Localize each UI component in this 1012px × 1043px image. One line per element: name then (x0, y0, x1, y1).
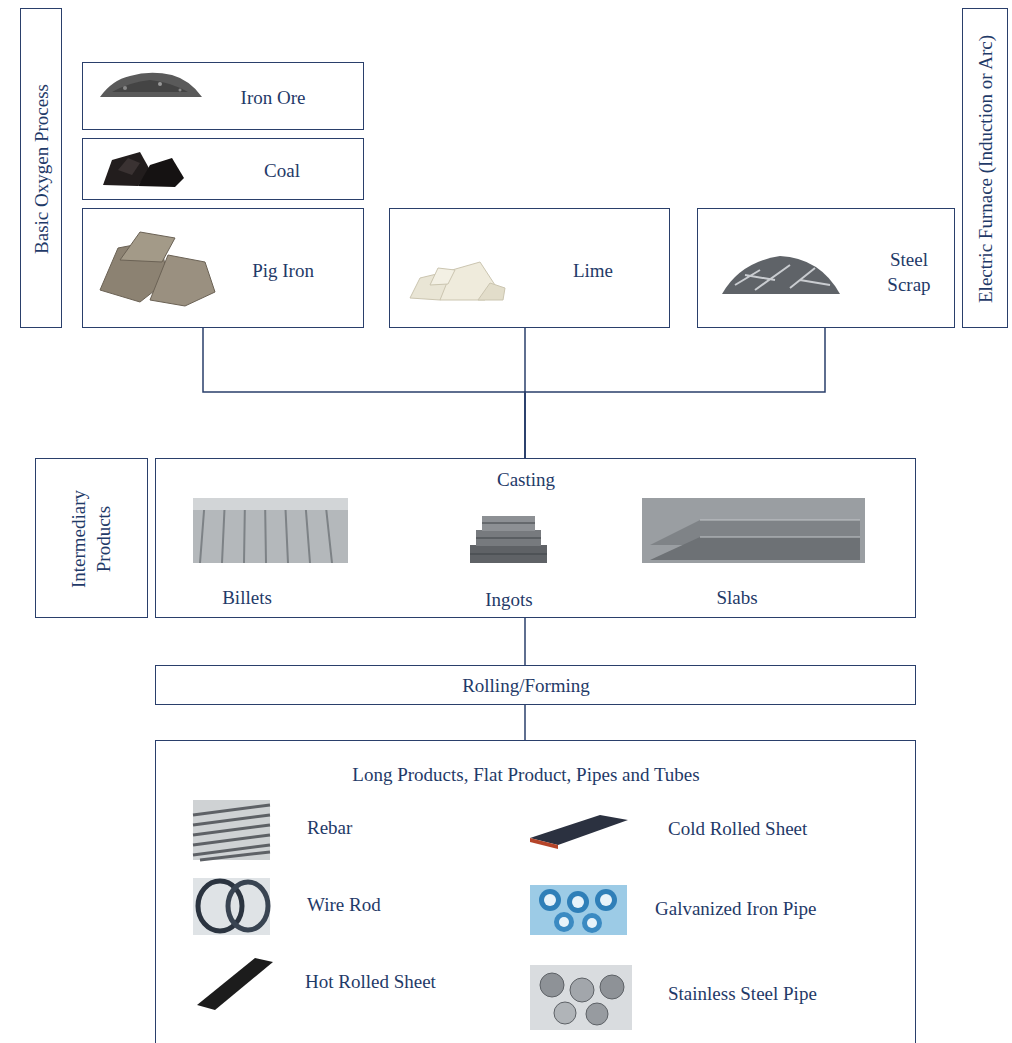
coal-picture (103, 152, 184, 187)
steel-scrap-picture (722, 256, 840, 294)
box-label: Lime (573, 259, 613, 284)
side-label-box: Electric Furnace (Induction or Arc) (962, 8, 1008, 328)
box-label: Long Products, Flat Product, Pipes and T… (352, 763, 699, 788)
lime-picture (410, 262, 505, 300)
cold-rolled-sheet-picture (530, 815, 628, 849)
box-label: Iron Ore (241, 86, 306, 111)
wire-rod-picture (193, 878, 270, 935)
product-label: Hot Rolled Sheet (305, 970, 436, 995)
connector-line (524, 705, 526, 740)
stainless-pipe-picture (530, 965, 632, 1030)
box-label: Casting (497, 468, 555, 493)
material-box: Pig Iron (82, 208, 364, 328)
product-label: Galvanized Iron Pipe (655, 897, 816, 922)
box-label: Basic Oxygen Process (30, 84, 55, 254)
box-label: Intermediary Products (67, 479, 116, 599)
side-label-box: Basic Oxygen Process (20, 8, 62, 328)
product-label: Slabs (716, 586, 757, 611)
product-label: Wire Rod (307, 893, 381, 918)
connector-line (203, 328, 525, 458)
pig-iron-picture (100, 232, 215, 306)
material-box: Coal (82, 138, 364, 200)
iron-ore-picture (100, 73, 202, 97)
process-box: Rolling/Forming (155, 665, 916, 705)
material-box: Steel Scrap (697, 208, 955, 328)
box-label: Rolling/Forming (462, 674, 590, 699)
product-label: Stainless Steel Pipe (668, 982, 817, 1007)
connector-line (525, 328, 825, 458)
product-label: Cold Rolled Sheet (668, 817, 807, 842)
box-label: Electric Furnace (Induction or Arc) (974, 35, 999, 303)
connector-line (524, 618, 526, 665)
product-label: Ingots (485, 588, 533, 613)
box-label: Coal (264, 159, 300, 184)
box-label: Steel Scrap (874, 248, 944, 297)
material-box: Lime (389, 208, 670, 328)
material-box: Iron Ore (82, 62, 364, 130)
galvanized-pipe-picture (530, 885, 627, 935)
billets-picture (193, 498, 348, 563)
ingots-picture (470, 516, 547, 563)
box-label: Pig Iron (252, 259, 314, 284)
hot-rolled-sheet-picture (197, 958, 273, 1010)
slabs-picture (642, 498, 865, 563)
product-label: Billets (222, 586, 272, 611)
side-label-box: Intermediary Products (35, 458, 148, 618)
rebar-picture (193, 800, 270, 860)
product-label: Rebar (307, 816, 352, 841)
